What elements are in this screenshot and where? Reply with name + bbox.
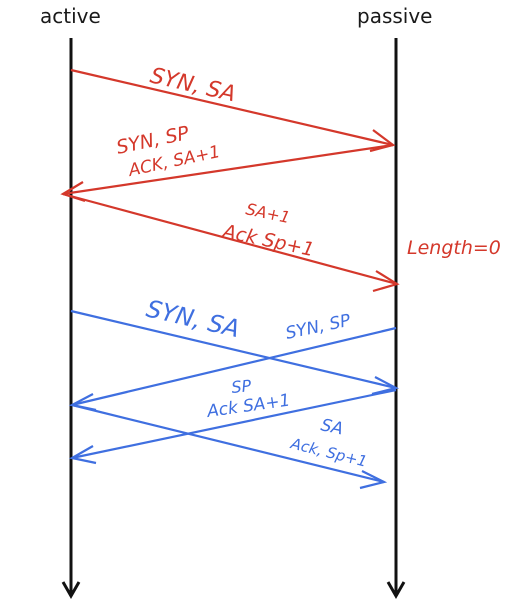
blue-ack-passive-label-line2: Ack, Sp+1 bbox=[288, 434, 369, 471]
red-ack-label-line2: Ack Sp+1 bbox=[219, 220, 316, 261]
active-timeline-arrowhead bbox=[61, 581, 81, 600]
blue-ack-passive-label-line1: SA bbox=[319, 415, 345, 439]
red-length-note: Length=0 bbox=[407, 237, 501, 259]
passive-host-label: passive bbox=[357, 4, 433, 28]
active-host-label: active bbox=[40, 4, 101, 28]
blue-syn-passive-label: SYN, SP bbox=[284, 311, 353, 344]
passive-timeline bbox=[386, 38, 406, 600]
red-ack-message: SA+1 Ack Sp+1 bbox=[62, 192, 400, 293]
blue-ack-active-label-line1: SP bbox=[230, 376, 252, 397]
active-timeline bbox=[61, 38, 81, 600]
passive-timeline-arrowhead bbox=[386, 581, 406, 600]
blue-syn-active-arrowhead bbox=[371, 376, 400, 396]
blue-ack-passive-arrowhead bbox=[359, 470, 388, 490]
blue-ack-active-label-line2: Ack SA+1 bbox=[205, 390, 292, 422]
red-ack-arrowhead bbox=[372, 270, 400, 293]
red-ack-label-line1: SA+1 bbox=[244, 199, 292, 227]
blue-ack-active-arrowhead bbox=[68, 445, 97, 465]
blue-syn-active-label: SYN, SA bbox=[144, 295, 243, 344]
red-syn-label: SYN, SA bbox=[148, 63, 238, 107]
